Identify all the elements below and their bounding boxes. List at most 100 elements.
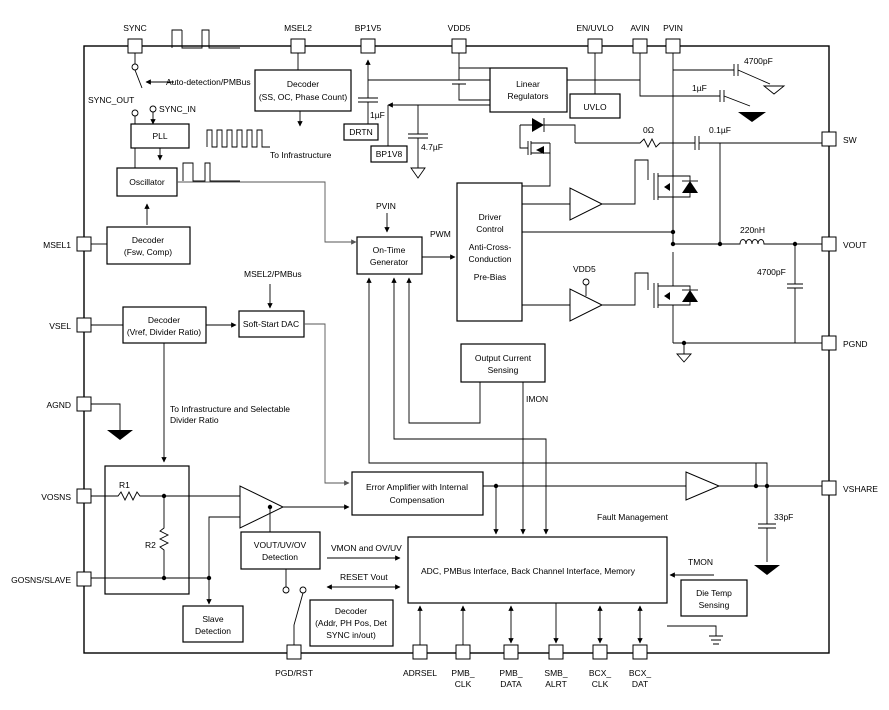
- svg-text:EN/UVLO: EN/UVLO: [576, 23, 614, 33]
- decoder-vref-block: Decoder (Vref, Divider Ratio): [122, 306, 207, 344]
- pin-vsel: VSEL: [49, 317, 92, 333]
- pll-block: PLL: [130, 123, 190, 149]
- svg-text:VSHARE: VSHARE: [843, 484, 878, 494]
- pin-pmb-data: PMB_ DATA: [499, 644, 523, 689]
- svg-text:ADRSEL: ADRSEL: [403, 668, 437, 678]
- boot-diode: [532, 118, 544, 132]
- svg-text:SW: SW: [843, 135, 857, 145]
- svg-text:VOSNS: VOSNS: [41, 492, 71, 502]
- svg-text:MSEL1: MSEL1: [43, 240, 71, 250]
- pgd-switch: [293, 592, 304, 645]
- on-time-generator-block: On-Time Generator: [356, 236, 423, 275]
- ls-body-diode: [682, 290, 698, 302]
- pin-vshare: VSHARE: [821, 480, 878, 496]
- feedback-amp: [239, 485, 285, 529]
- gosns-to-amp: [208, 516, 240, 578]
- pin-bcx-dat: BCX_ DAT: [629, 644, 651, 689]
- r1-label: R1: [119, 480, 130, 490]
- auto-detection-label: Auto-detection/PMBus: [166, 77, 251, 87]
- boot-to-driver: [522, 153, 551, 187]
- pin-bp1v5: BP1V5: [355, 23, 382, 54]
- msel2-pmbus-label: MSEL2/PMBus: [244, 269, 302, 279]
- pin-sw: SW: [821, 131, 857, 147]
- svg-text:Conduction: Conduction: [468, 254, 511, 264]
- svg-text:PLL: PLL: [152, 131, 167, 141]
- svg-text:Detection: Detection: [262, 552, 298, 562]
- svg-text:SYNC: SYNC: [123, 23, 147, 33]
- svg-text:BP1V5: BP1V5: [355, 23, 382, 33]
- pin-pgd-rst: PGD/RST: [275, 644, 313, 678]
- vmon-label: VMON and OV/UV: [331, 543, 402, 553]
- svg-text:AGND: AGND: [46, 400, 71, 410]
- cap-1uf-a: [358, 97, 378, 103]
- svg-text:Decoder: Decoder: [287, 79, 319, 89]
- svg-text:Decoder: Decoder: [148, 315, 180, 325]
- ls-gate-wire: [602, 272, 649, 306]
- error-amplifier-block: Error Amplifier with Internal Compensati…: [351, 471, 484, 516]
- svg-text:PMB_: PMB_: [451, 668, 474, 678]
- svg-text:Anti-Cross-: Anti-Cross-: [469, 242, 512, 252]
- sync-out-label: SYNC_OUT: [88, 95, 134, 105]
- pin-bcx-clk: BCX_ CLK: [589, 644, 611, 689]
- pin-pgnd: PGND: [821, 335, 868, 351]
- pin-vdd5: VDD5: [448, 23, 471, 54]
- vdd5-wires: [452, 53, 490, 101]
- svg-text:PGD/RST: PGD/RST: [275, 668, 313, 678]
- ls-driver-amp: [569, 288, 604, 322]
- svg-text:VOUT/UV/OV: VOUT/UV/OV: [254, 540, 307, 550]
- boot-switch: [519, 125, 551, 155]
- boot-wire: [543, 118, 576, 143]
- pll-waveform: [206, 129, 270, 148]
- svg-text:Linear: Linear: [516, 79, 540, 89]
- hs-body-diode: [682, 181, 698, 193]
- ss-to-erramp: [304, 323, 350, 486]
- svg-text:DATA: DATA: [500, 679, 522, 689]
- osc-to-ontime: [177, 181, 357, 245]
- r2-resistor: [158, 496, 170, 578]
- svg-text:PMB_: PMB_: [499, 668, 522, 678]
- res-0ohm: [575, 137, 695, 149]
- pin-vosns: VOSNS: [41, 488, 92, 504]
- svg-text:PGND: PGND: [843, 339, 868, 349]
- svg-text:Divider Ratio: Divider Ratio: [170, 415, 219, 425]
- vout-detection-block: VOUT/UV/OV Detection: [240, 531, 321, 570]
- cap-4700pf-top-label: 4700pF: [744, 56, 773, 66]
- agnd-gnd: [107, 430, 133, 440]
- output-current-sensing-block: Output Current Sensing: [460, 343, 546, 383]
- to-infra-divider-label: To Infrastructure and Selectable: [170, 404, 290, 414]
- pin-pvin: PVIN: [663, 23, 683, 54]
- pvin-in-label: PVIN: [376, 201, 396, 211]
- svg-text:Error Amplifier with Internal: Error Amplifier with Internal: [366, 482, 468, 492]
- svg-text:UVLO: UVLO: [583, 102, 607, 112]
- fault-management-label: Fault Management: [597, 512, 669, 522]
- tmon-label: TMON: [688, 557, 713, 567]
- osc-waveform: [182, 162, 240, 182]
- cap-4700pf: [787, 244, 803, 343]
- decoder-fsw-block: Decoder (Fsw, Comp): [106, 226, 191, 265]
- vshare-to-ontime: [366, 277, 768, 487]
- svg-text:Detection: Detection: [195, 626, 231, 636]
- agnd-wire: [91, 403, 121, 430]
- cap-47uf: [408, 105, 428, 168]
- svg-text:(SS, OC, Phase Count): (SS, OC, Phase Count): [259, 92, 348, 102]
- res-0-label: 0Ω: [643, 125, 654, 135]
- ls-mosfet: [653, 252, 691, 343]
- svg-text:Regulators: Regulators: [507, 91, 548, 101]
- gnd-pvin-cap: [762, 85, 786, 95]
- svg-text:SMB_: SMB_: [544, 668, 567, 678]
- boot-switch-arrow: [536, 146, 544, 154]
- svg-text:Control: Control: [476, 224, 504, 234]
- pin-pmb-clk: PMB_ CLK: [451, 644, 475, 689]
- pin-en-uvlo: EN/UVLO: [576, 23, 614, 54]
- svg-text:Die Temp: Die Temp: [696, 588, 732, 598]
- r1-resistor: [91, 490, 240, 502]
- cap-33pf-label: 33pF: [774, 512, 793, 522]
- uvlo-block: UVLO: [569, 93, 621, 119]
- linear-regulators-block: Linear Regulators: [489, 67, 568, 113]
- pgnd-gnd: [676, 343, 692, 363]
- driver-control-block: Driver Control Anti-Cross- Conduction Pr…: [456, 182, 523, 322]
- pwm-label: PWM: [430, 229, 451, 239]
- ontime-adc-wire: [391, 277, 549, 535]
- hs-gate-wire: [602, 159, 649, 205]
